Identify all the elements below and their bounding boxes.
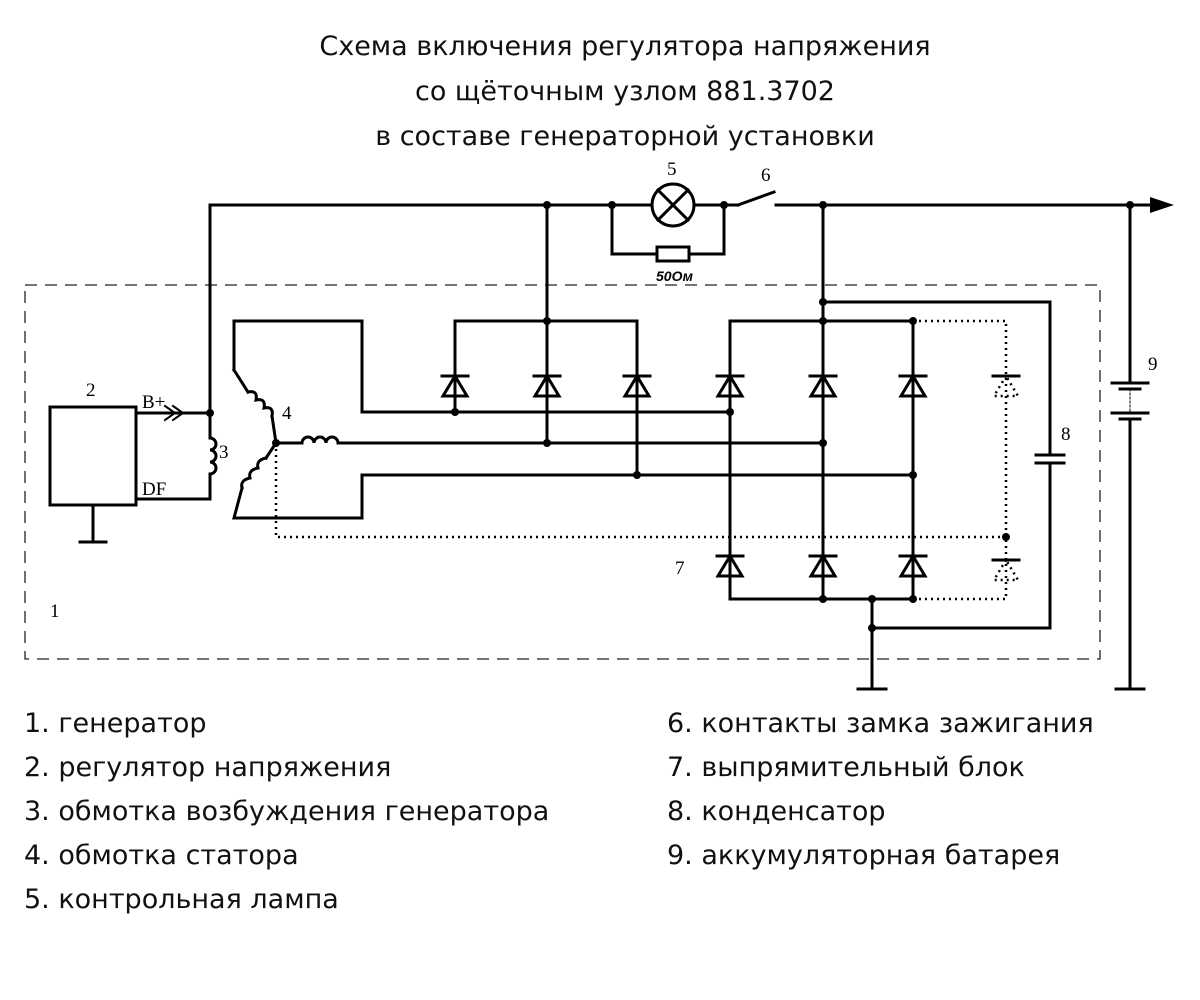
title-line-1: Схема включения регулятора напряжения	[319, 31, 931, 62]
junction-dot	[1002, 533, 1010, 541]
exciter-diode-group	[440, 203, 652, 477]
connector-icon	[163, 404, 177, 422]
ignition-switch: 6	[736, 165, 776, 207]
junction-dot	[543, 439, 551, 447]
terminal-b-plus: B+	[142, 392, 165, 413]
ground-and-capacitor: 8	[821, 300, 1071, 691]
legend-right: 6. контакты замка зажигания 7. выпрямите…	[667, 702, 1094, 878]
legend-item: 4. обмотка статора	[24, 840, 299, 871]
legend-item: 3. обмотка возбуждения генератора	[24, 796, 550, 827]
resistor-50-ohm: 50Ом	[610, 203, 726, 284]
voltage-regulator: 2 B+ DF	[48, 380, 212, 544]
battery: 9	[1110, 203, 1158, 691]
resistor-label: 50Ом	[656, 268, 694, 284]
legend-item: 7. выпрямительный блок	[667, 752, 1025, 783]
title-line-2: со щёточным узлом 881.3702	[414, 76, 835, 107]
junction-dot	[819, 317, 827, 325]
junction-dot	[819, 439, 827, 447]
junction-dot	[608, 201, 616, 209]
legend-item: 2. регулятор напряжения	[24, 752, 392, 783]
junction-dot	[720, 201, 728, 209]
terminal-df: DF	[142, 479, 166, 500]
label-stator-winding: 4	[282, 403, 292, 424]
neutral-dotted-line	[274, 443, 1006, 539]
legend-left: 1. генератор 2. регулятор напряжения 3. …	[24, 702, 549, 922]
label-lamp: 5	[667, 159, 677, 180]
junction-dot	[451, 408, 459, 416]
junction-dot	[819, 595, 827, 603]
legend-item: 9. аккумуляторная батарея	[667, 840, 1061, 871]
label-capacitor: 8	[1061, 424, 1071, 445]
legend-item: 5. контрольная лампа	[24, 884, 339, 915]
legend-item: 6. контакты замка зажигания	[667, 708, 1094, 739]
label-rectifier: 7	[675, 558, 685, 579]
output-arrow-icon	[1150, 197, 1174, 213]
label-battery: 9	[1148, 354, 1158, 375]
label-ignition-contacts: 6	[761, 165, 771, 186]
diagram-title: Схема включения регулятора напряжения со…	[0, 24, 1200, 159]
generator-frame	[24, 284, 1101, 660]
optional-diodes	[913, 319, 1021, 601]
junction-dot	[633, 471, 641, 479]
junction-dot	[909, 471, 917, 479]
label-generator: 1	[50, 601, 60, 622]
control-lamp: 5	[610, 159, 726, 228]
junction-dot	[726, 408, 734, 416]
legend-item: 8. конденсатор	[667, 796, 886, 827]
stator-winding: 4	[231, 319, 915, 520]
label-regulator: 2	[86, 380, 96, 401]
title-line-3: в составе генераторной установки	[375, 121, 875, 152]
junction-dot	[543, 317, 551, 325]
junction-dot	[868, 624, 876, 632]
field-winding: 3	[208, 411, 229, 501]
legend-item: 1. генератор	[24, 708, 207, 739]
label-field-winding: 3	[219, 442, 229, 463]
rectifier-block: 7	[675, 203, 928, 601]
top-bus	[208, 197, 1174, 414]
